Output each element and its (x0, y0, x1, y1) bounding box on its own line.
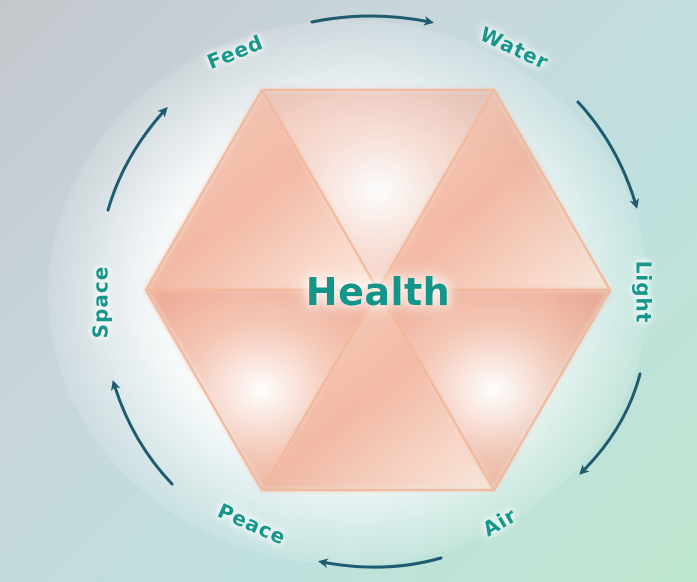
hexagon-outline (144, 88, 612, 492)
hex-triangle-top (262, 90, 494, 290)
cycle-label-space: Space (88, 265, 113, 339)
hex-triangle-bottom (262, 290, 494, 490)
hex-triangle-bottom-right (378, 290, 610, 490)
arrow-peace-to-space (111, 380, 174, 486)
arrow-feed-to-water (310, 14, 434, 26)
center-title-health: Health (305, 270, 451, 314)
hex-triangle-bottom-left (146, 290, 378, 490)
arrow-air-to-peace (318, 556, 443, 569)
arrow-water-to-light (576, 100, 640, 209)
cycle-label-light: Light (631, 260, 656, 324)
hexagon (146, 90, 610, 490)
arrow-space-to-feed (106, 107, 168, 212)
hex-triangle-top-right (378, 90, 610, 290)
hex-triangle-top-left (146, 90, 378, 290)
arrow-light-to-air (579, 372, 642, 475)
